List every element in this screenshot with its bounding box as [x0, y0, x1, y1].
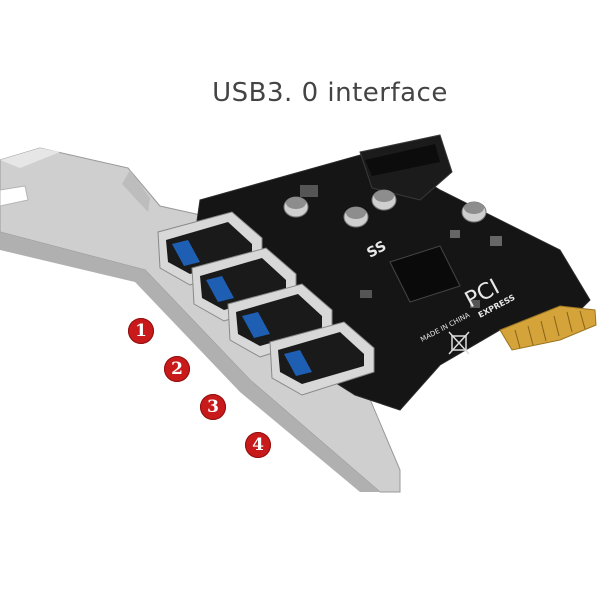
pcie-gold-fingers — [499, 305, 597, 351]
title-caption: USB3. 0 interface — [212, 78, 448, 108]
metal-bracket — [0, 147, 401, 493]
port-number-2: 2 — [164, 356, 190, 382]
port-number-3: 3 — [200, 394, 226, 420]
capacitors — [283, 189, 487, 228]
recycle-bin-icon — [448, 331, 470, 355]
port-number-4: 4 — [245, 432, 271, 458]
usb-port-4 — [269, 321, 375, 396]
port-number-1: 1 — [128, 318, 154, 344]
